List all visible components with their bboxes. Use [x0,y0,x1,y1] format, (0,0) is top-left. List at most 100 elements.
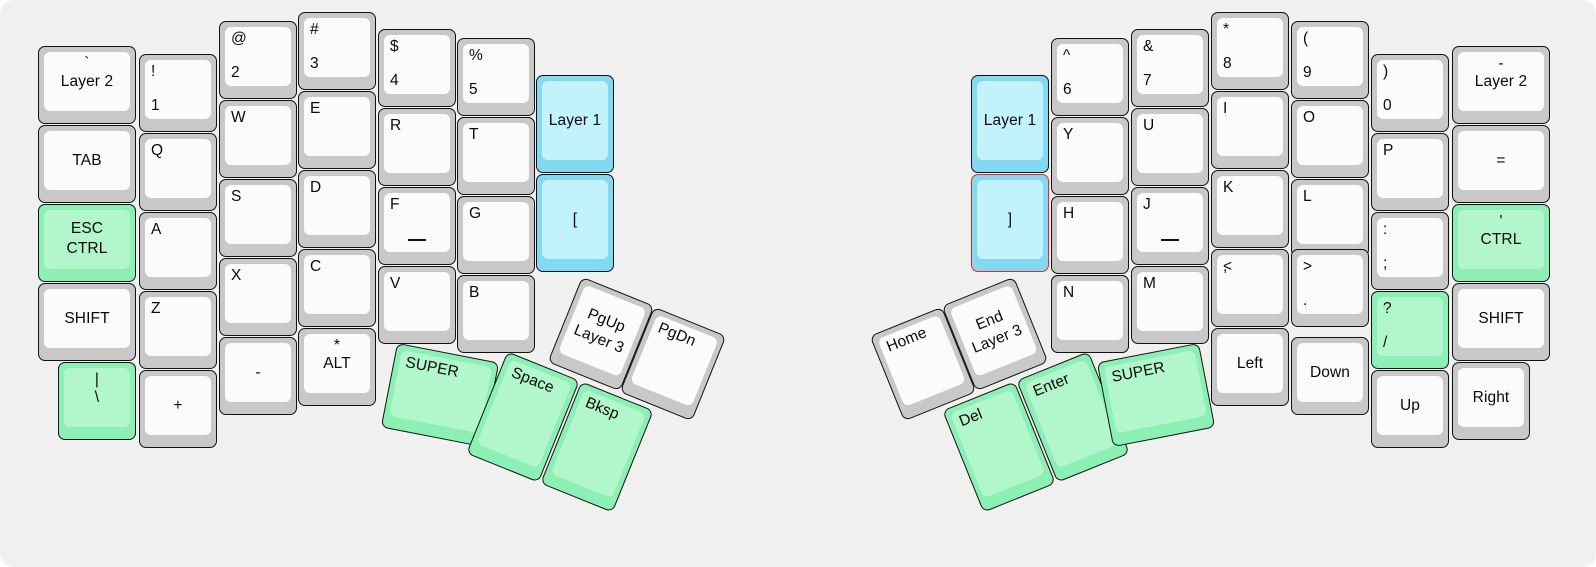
key-p[interactable]: P [1371,133,1449,211]
key-w[interactable]: W [219,100,297,178]
key-legend-upper: - [1498,55,1504,72]
key-6[interactable]: ^6 [1051,38,1129,116]
key-j[interactable]: J [1131,187,1209,265]
key-legend-main: I [1223,100,1228,117]
key-g[interactable]: G [457,196,535,274]
key-f[interactable]: F [378,187,456,265]
key-[interactable]: ] [971,174,1049,272]
key-legend: ESC CTRL [66,219,108,258]
key-c[interactable]: C [298,249,376,327]
key-right[interactable]: Right [1452,362,1530,440]
key-layer-1[interactable]: Layer 1 [971,75,1049,173]
keycap: [ [542,180,608,259]
key-super[interactable]: SUPER [1096,342,1216,448]
key-4[interactable]: $4 [378,29,456,107]
key-ctrl[interactable]: ESC CTRL [38,204,136,282]
key-2[interactable]: @2 [219,21,297,99]
key-down[interactable]: Down [1291,337,1369,415]
key-layer-2[interactable]: `Layer 2 [38,46,136,124]
key-9[interactable]: (9 [1291,21,1369,99]
key-legend-main: / [1383,333,1388,351]
key-s[interactable]: S [219,179,297,257]
keycap: Z [145,297,211,356]
key-3[interactable]: #3 [298,12,376,90]
key-legend-upper: < [1223,258,1233,275]
key-legend-main: 9 [1303,63,1312,81]
key-a[interactable]: A [139,212,217,290]
key-8[interactable]: *8 [1211,12,1289,90]
key-h[interactable]: H [1051,196,1129,274]
keycap: SHIFT [44,289,130,348]
key-7[interactable]: &7 [1131,29,1209,107]
key-legend-main: G [469,205,482,222]
keycap: %5 [463,44,529,103]
keycap: + [145,376,211,435]
key-[interactable]: :; [1371,212,1449,290]
key-5[interactable]: %5 [457,38,535,116]
keycap: Layer 1 [542,81,608,160]
key-legend-main: Bksp [582,394,622,424]
key-legend-main: 1 [151,96,160,114]
key-legend-main: S [231,188,242,205]
keycap: U [1137,114,1203,173]
key-[interactable]: - [219,337,297,415]
keycap: )0 [1377,60,1443,119]
key-ctrl[interactable]: 'CTRL [1452,204,1550,282]
key-1[interactable]: !1 [139,54,217,132]
key-t[interactable]: T [457,117,535,195]
key-legend-main: H [1063,205,1075,222]
key-[interactable]: [ [536,174,614,272]
key-q[interactable]: Q [139,133,217,211]
key-legend-main: Home [884,324,930,356]
key-left[interactable]: Left [1211,328,1289,406]
key-k[interactable]: K [1211,170,1289,248]
key-legend-main: [ [572,210,578,228]
key-legend-main: Space [508,364,557,397]
key-b[interactable]: B [457,275,535,353]
keycap: W [225,106,291,165]
key-legend-upper: * [1223,21,1230,38]
key-0[interactable]: )0 [1371,54,1449,132]
key-z[interactable]: Z [139,291,217,369]
keycap: J [1137,193,1203,252]
key-u[interactable]: U [1131,108,1209,186]
key-legend-main: X [231,267,242,284]
key-shift[interactable]: SHIFT [38,283,136,361]
key-r[interactable]: R [378,108,456,186]
key-n[interactable]: N [1051,275,1129,353]
keycap: T [463,123,529,182]
key-legend-main: J [1143,196,1151,213]
key-layer-2[interactable]: -Layer 2 [1452,46,1550,124]
key-o[interactable]: O [1291,100,1369,178]
key-[interactable]: + [139,370,217,448]
key-e[interactable]: E [298,91,376,169]
key-legend-upper: ' [1499,213,1503,230]
key-v[interactable]: V [378,266,456,344]
key-up[interactable]: Up [1371,370,1449,448]
key-legend-main: C [310,258,322,275]
key-legend-main: M [1143,275,1157,292]
keycap: M [1137,272,1203,331]
key-d[interactable]: D [298,170,376,248]
key-x[interactable]: X [219,258,297,336]
key-y[interactable]: Y [1051,117,1129,195]
keycap: - [225,343,291,402]
key-[interactable]: <, [1211,249,1289,327]
key-[interactable]: ?/ [1371,291,1449,369]
key-m[interactable]: M [1131,266,1209,344]
key-alt[interactable]: *ALT [298,328,376,406]
key-legend-main: Y [1063,126,1074,143]
key-layer-1[interactable]: Layer 1 [536,75,614,173]
key-legend-main: Up [1399,396,1420,414]
keycap: L [1297,185,1363,244]
key-legend-main: - [255,363,261,381]
key-tab[interactable]: TAB [38,125,136,203]
key-i[interactable]: I [1211,91,1289,169]
key-legend-main: Layer 2 [60,72,114,90]
key-shift[interactable]: SHIFT [1452,283,1550,361]
key-[interactable]: >. [1291,249,1369,327]
keycap: H [1057,202,1123,261]
key-[interactable]: |\ [58,362,136,440]
key-l[interactable]: L [1291,179,1369,257]
key-[interactable]: = [1452,125,1550,203]
